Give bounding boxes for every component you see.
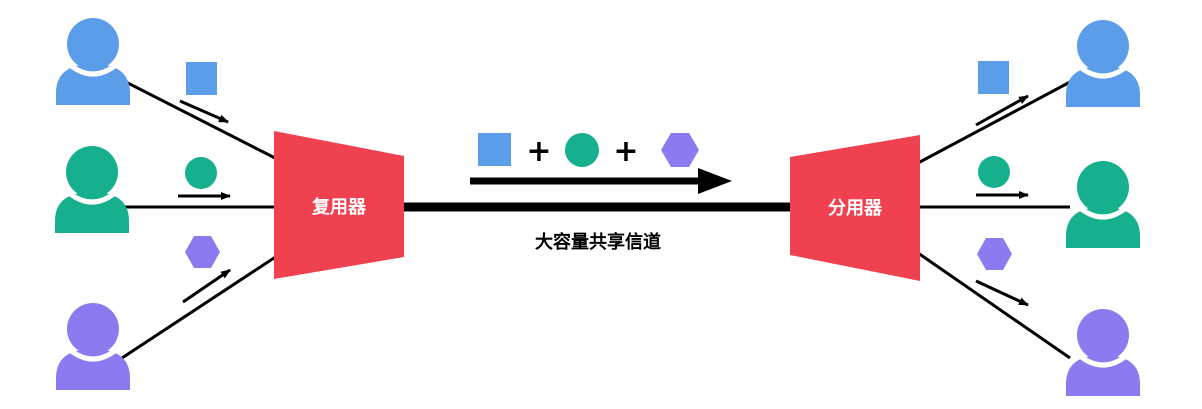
right-square-icon xyxy=(978,61,1009,94)
left-hexagon-icon xyxy=(185,236,220,268)
right-line-bottom xyxy=(917,251,1071,360)
right-blue-user-icon xyxy=(1066,20,1140,107)
left-line-bottom xyxy=(121,254,278,360)
formula-plus-2: + xyxy=(613,134,638,169)
formula-square-icon xyxy=(478,133,511,166)
right-circle-icon xyxy=(978,156,1010,188)
small-arrow-left-top xyxy=(179,99,229,124)
channel-direction-arrowhead xyxy=(698,168,732,194)
left-purple-user-icon xyxy=(56,303,130,390)
formula-plus-1: + xyxy=(526,134,551,169)
formula-circle-icon xyxy=(565,133,599,167)
left-blue-user-icon xyxy=(56,18,130,105)
left-square-icon xyxy=(186,62,217,95)
right-line-top xyxy=(917,80,1071,165)
multiplexer-shape xyxy=(274,131,404,279)
shared-channel-label: 大容量共享信道 xyxy=(535,231,661,253)
small-arrow-right-top xyxy=(975,94,1029,127)
demultiplexer-label: 分用器 xyxy=(828,198,883,219)
right-purple-user-icon xyxy=(1066,309,1140,396)
left-circle-icon xyxy=(185,157,217,189)
formula-hexagon-icon xyxy=(661,133,699,167)
small-arrow-right-bottom xyxy=(975,279,1029,307)
left-line-top xyxy=(121,78,278,161)
small-arrow-left-bottom xyxy=(182,268,231,304)
right-green-user-icon xyxy=(1066,161,1140,248)
demultiplexer-shape xyxy=(790,135,920,281)
left-green-user-icon xyxy=(55,146,129,233)
multiplexer-label: 复用器 xyxy=(311,196,367,218)
right-hexagon-icon xyxy=(977,238,1012,270)
